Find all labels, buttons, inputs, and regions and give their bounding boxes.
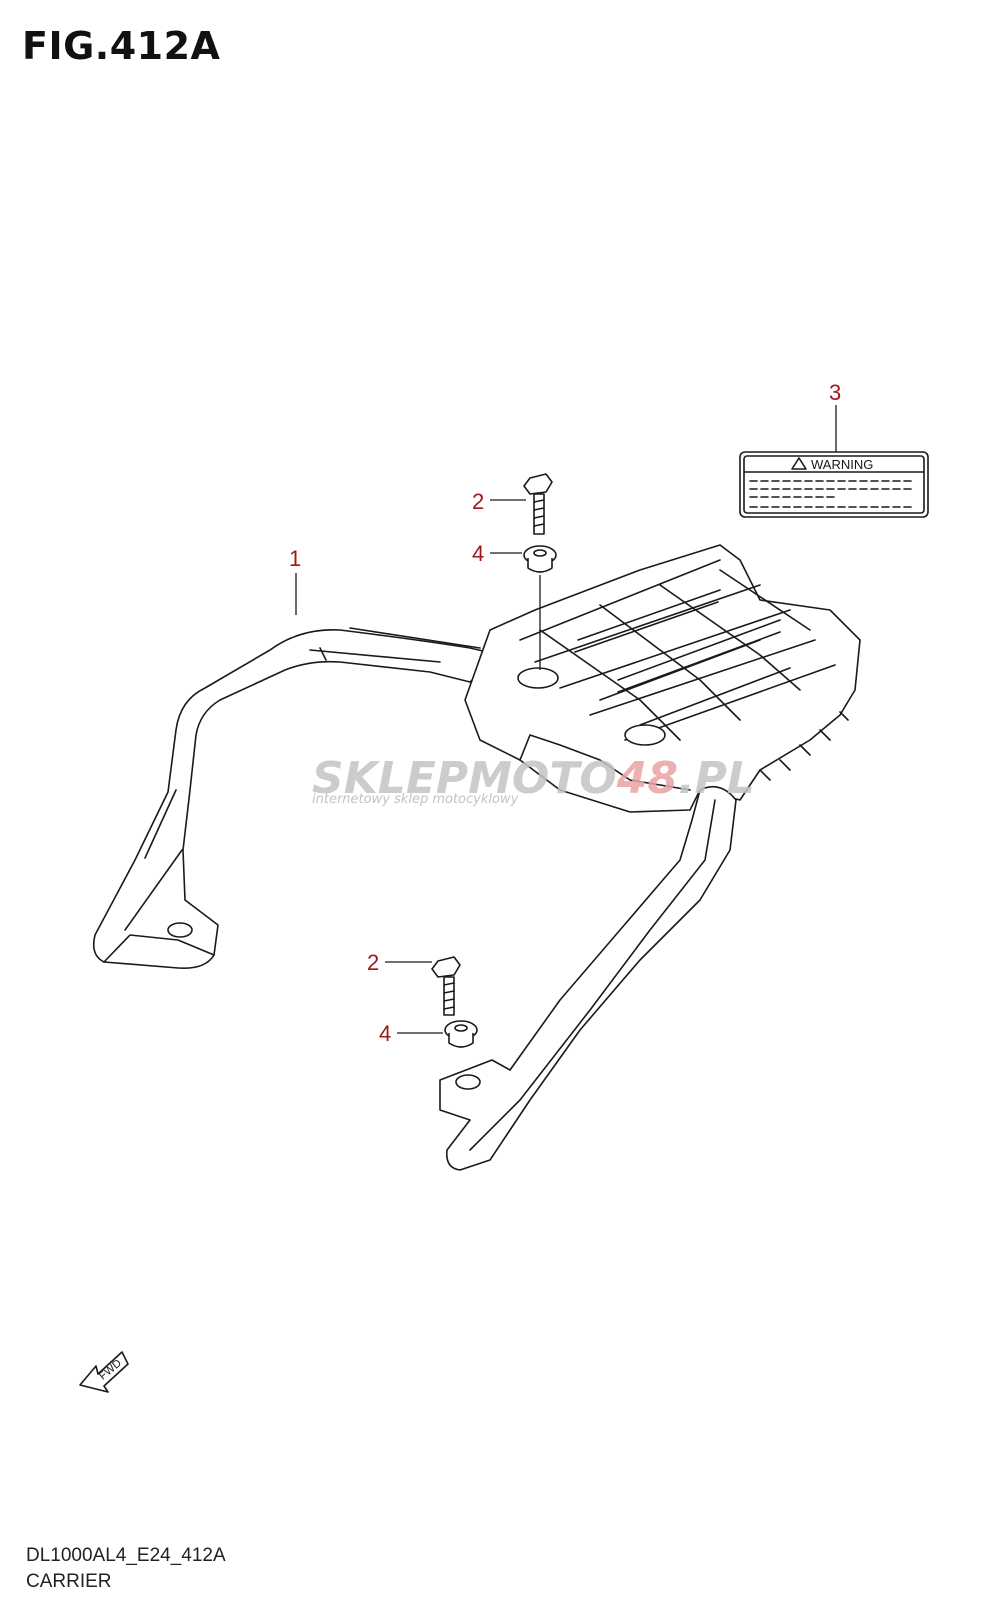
callout-2-upper[interactable]: 2 xyxy=(472,489,484,514)
warning-label-part[interactable]: WARNING xyxy=(739,451,929,518)
warning-label-text: WARNING xyxy=(811,457,873,472)
watermark: SKLEPMOTO48.PL internetowy sklep motocyk… xyxy=(312,753,755,807)
fwd-arrow-icon: FWD xyxy=(79,1351,129,1393)
washer-lower[interactable] xyxy=(444,1020,478,1048)
watermark-subtext: internetowy sklep motocyklowy xyxy=(312,792,519,807)
svg-text:SKLEPMOTO48.PL: SKLEPMOTO48.PL xyxy=(312,753,755,804)
carrier-right-arm xyxy=(439,785,737,1171)
bolt-lower[interactable] xyxy=(431,956,461,1016)
bolt-upper[interactable] xyxy=(523,473,553,535)
washer-upper[interactable] xyxy=(523,545,557,573)
carrier-part[interactable] xyxy=(92,544,861,1171)
model-code: DL1000AL4_E24_412A xyxy=(26,1545,226,1566)
watermark-text-a: SKLEPMOTO xyxy=(312,753,617,804)
section-name: CARRIER xyxy=(26,1571,112,1592)
callout-2-lower[interactable]: 2 xyxy=(367,950,379,975)
warning-triangle-icon xyxy=(791,457,807,470)
figure-title: FIG.412A xyxy=(22,24,221,68)
callout-1[interactable]: 1 xyxy=(289,546,301,571)
callout-4-upper[interactable]: 4 xyxy=(472,541,484,566)
carrier-left-arm xyxy=(92,629,501,970)
callout-3[interactable]: 3 xyxy=(829,380,841,405)
carrier-rack-body xyxy=(464,544,861,813)
callout-4-lower[interactable]: 4 xyxy=(379,1021,391,1046)
watermark-text-b: 48 xyxy=(616,753,678,804)
watermark-text-c: .PL xyxy=(678,753,755,804)
